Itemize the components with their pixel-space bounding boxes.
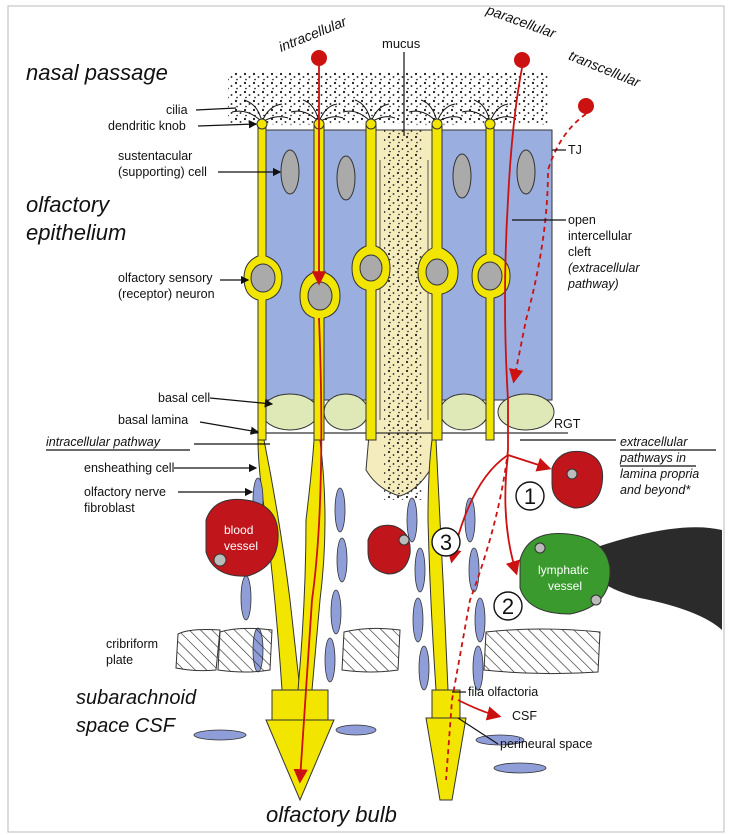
svg-text:2: 2 <box>502 594 514 619</box>
label-extra-3: lamina propria <box>620 467 699 481</box>
blood-vessel-1 <box>206 499 278 576</box>
label-blood-vessel-2: vessel <box>224 539 258 553</box>
label-lymph-vessel-2: vessel <box>548 579 582 593</box>
label-dendritic-knob: dendritic knob <box>108 119 186 133</box>
label-basal-lamina: basal lamina <box>118 413 188 427</box>
label-mucus: mucus <box>382 36 421 51</box>
region-epithelium-2: epithelium <box>26 220 126 245</box>
axon-bundle-left <box>258 440 334 800</box>
label-cilia: cilia <box>166 103 188 117</box>
label-sustentacular-2: (supporting) cell <box>118 165 207 179</box>
label-cribriform-1: cribriform <box>106 637 158 651</box>
label-cribriform-2: plate <box>106 653 133 667</box>
label-perineural-space: perineural space <box>500 737 592 751</box>
region-olfactory-bulb: olfactory bulb <box>266 802 397 827</box>
label-paracellular: paracellular <box>484 1 560 42</box>
label-blood-vessel-1: blood <box>224 523 253 537</box>
label-rgt: RGT <box>554 417 581 431</box>
label-extra-2: pathways in <box>619 451 686 465</box>
route-marker-2: 2 <box>494 592 522 620</box>
label-extra-4: and beyond* <box>620 483 691 497</box>
label-intracellular: intracellular <box>276 13 350 55</box>
label-cleft-3: cleft <box>568 245 591 259</box>
label-cleft-5: pathway) <box>567 277 619 291</box>
label-csf: CSF <box>512 709 537 723</box>
label-ensheathing-cell: ensheathing cell <box>84 461 174 475</box>
label-osn-1: olfactory sensory <box>118 271 213 285</box>
label-basal-cell: basal cell <box>158 391 210 405</box>
label-cleft-2: intercellular <box>568 229 632 243</box>
label-fila-olfactoria: fila olfactoria <box>468 685 538 699</box>
cribriform-plate <box>176 628 600 673</box>
region-nasal-passage: nasal passage <box>26 60 168 85</box>
label-nerve-fibroblast-1: olfactory nerve <box>84 485 166 499</box>
label-sustentacular-1: sustentacular <box>118 149 192 163</box>
axon-bundle-right <box>426 440 466 800</box>
region-subarachnoid-1: subarachnoid <box>76 687 197 709</box>
label-nerve-fibroblast-2: fibroblast <box>84 501 135 515</box>
label-lymph-vessel-1: lymphatic <box>538 563 589 577</box>
svg-text:1: 1 <box>524 484 536 509</box>
blood-vessel-2 <box>368 525 410 574</box>
route-marker-3: 3 <box>432 528 460 556</box>
label-tj: TJ <box>568 143 582 157</box>
label-extra-1: extracellular <box>620 435 688 449</box>
region-epithelium-1: olfactory <box>26 192 111 217</box>
label-cleft-4: (extracellular <box>568 261 640 275</box>
blood-vessel-3 <box>552 451 603 508</box>
region-subarachnoid-2: space CSF <box>76 715 177 737</box>
mucus-layer <box>228 72 548 127</box>
label-osn-2: (receptor) neuron <box>118 287 215 301</box>
label-intracellular-pathway: intracellular pathway <box>46 435 161 449</box>
route-marker-1: 1 <box>516 482 544 510</box>
label-transcellular: transcellular <box>567 47 644 91</box>
svg-text:3: 3 <box>440 530 452 555</box>
label-cleft-1: open <box>568 213 596 227</box>
